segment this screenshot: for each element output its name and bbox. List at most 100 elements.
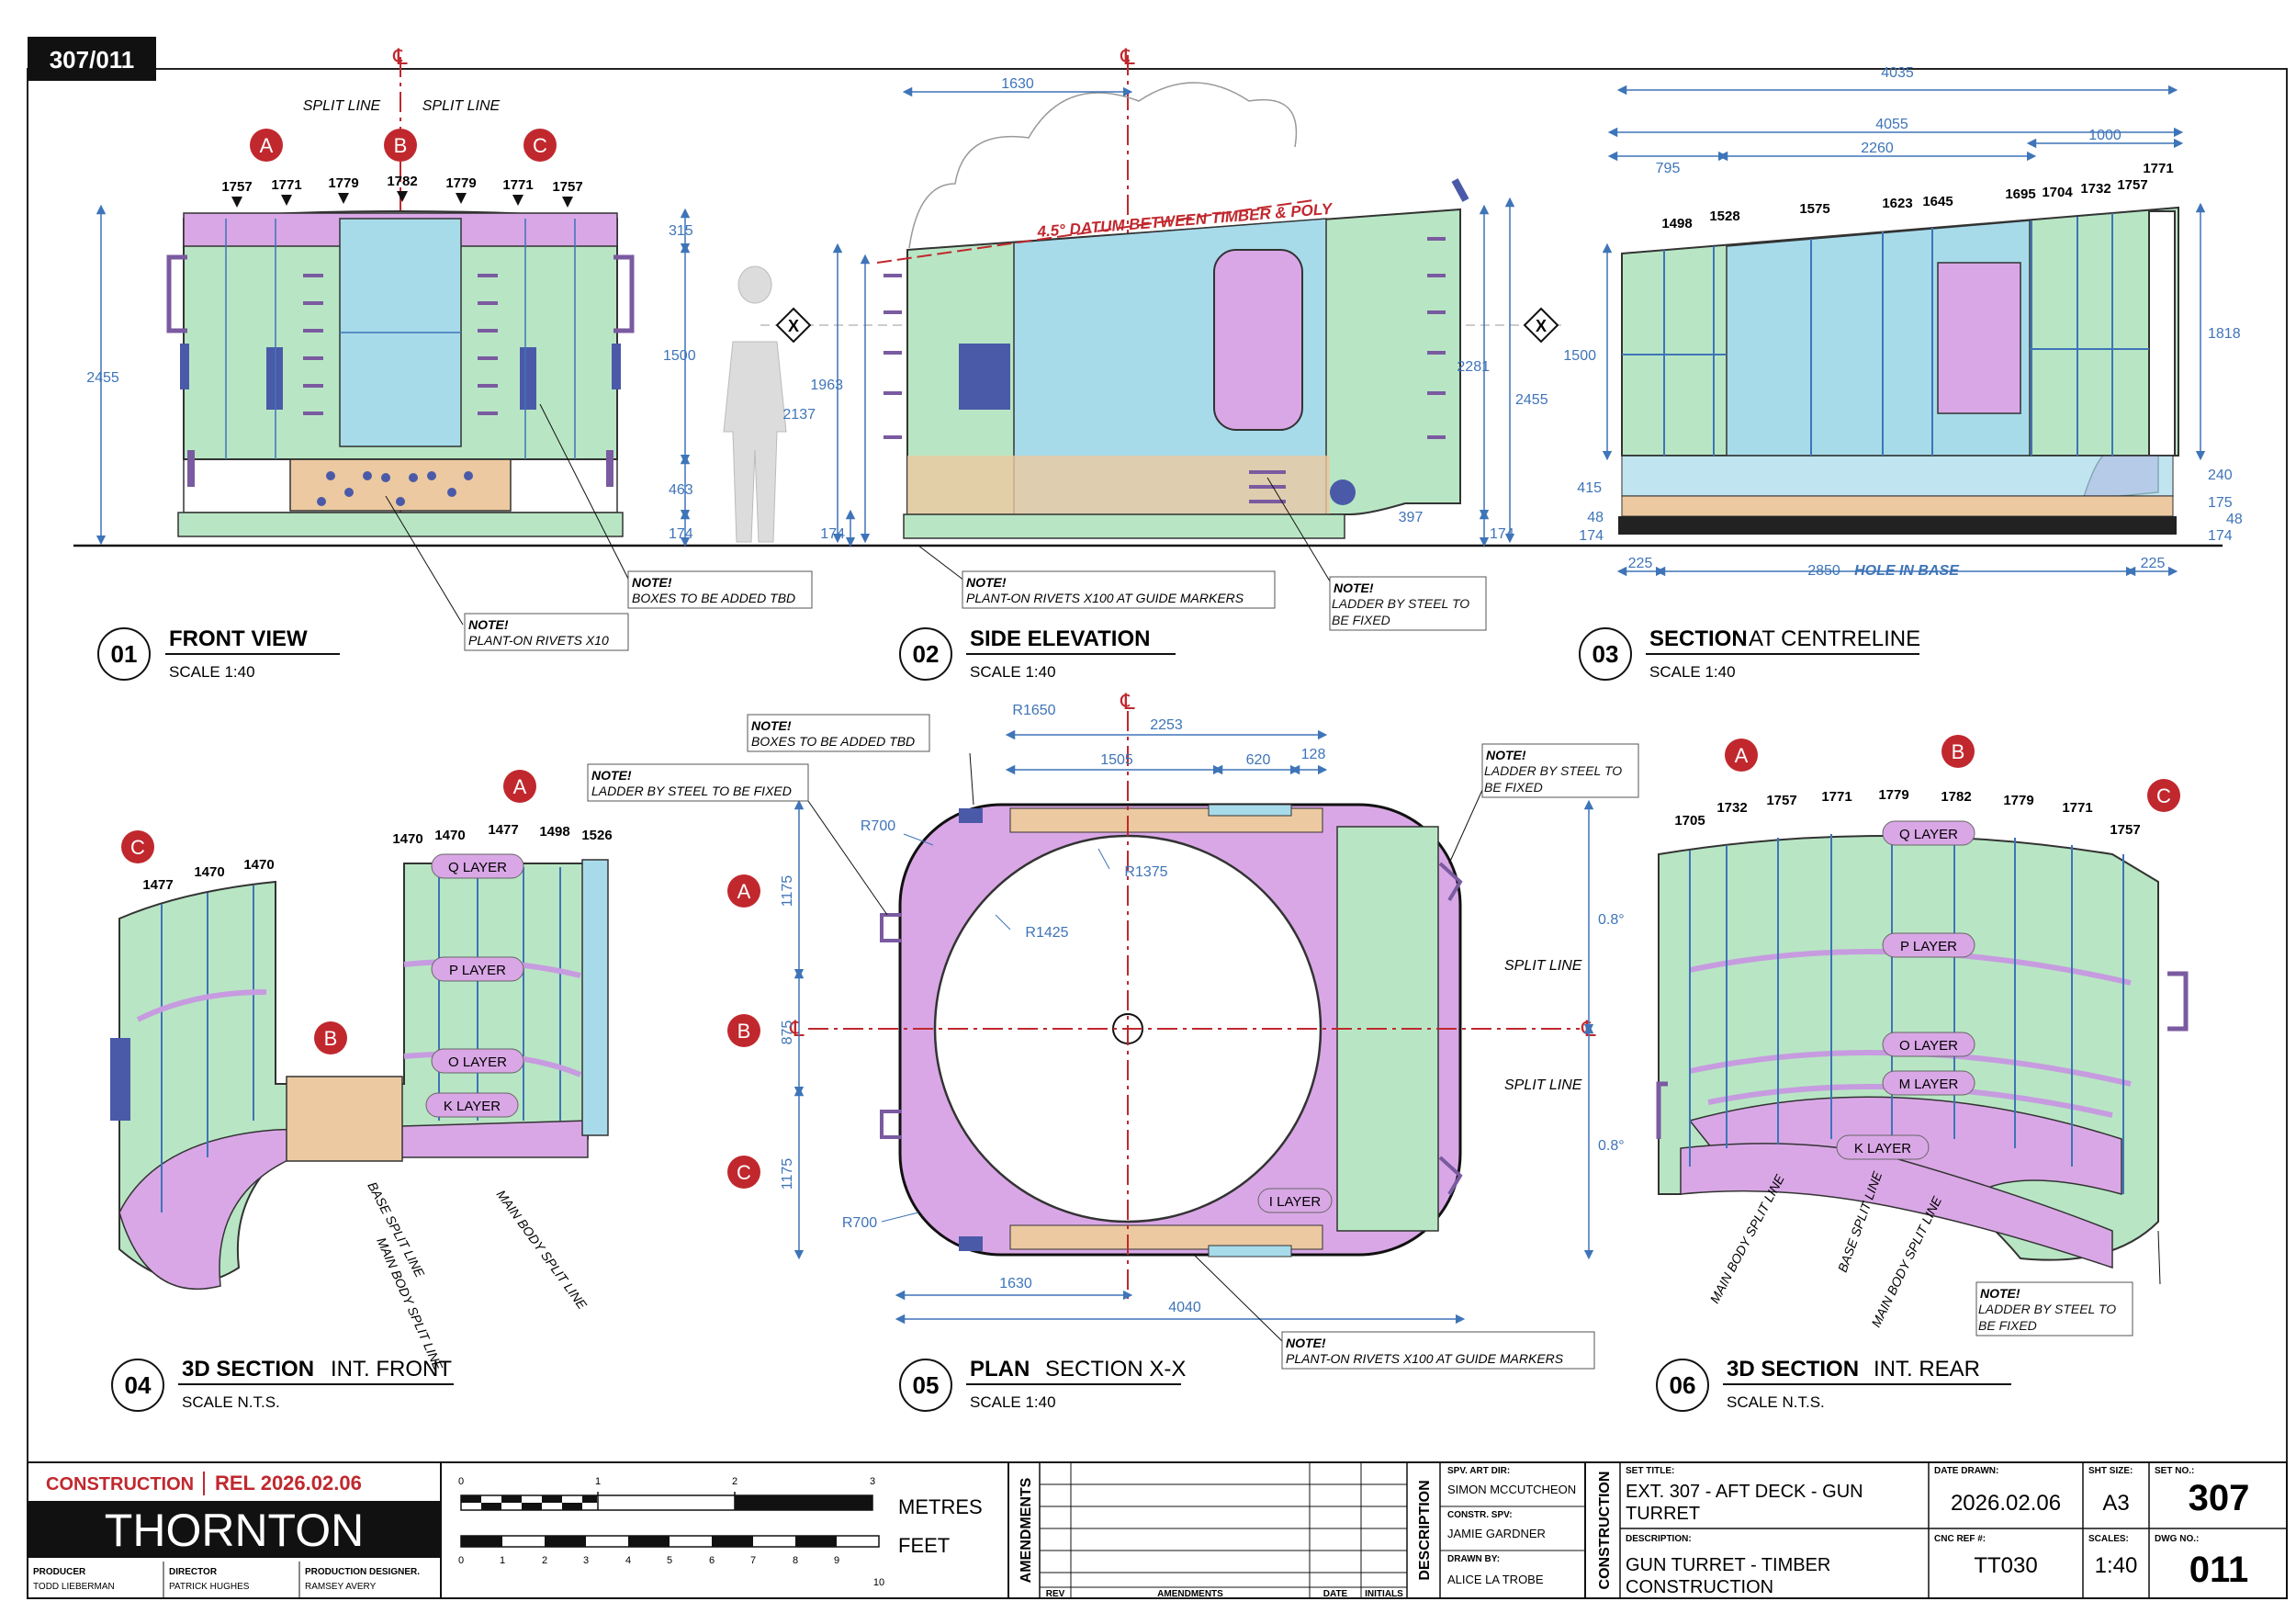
marker-b-label: B	[1952, 740, 1965, 763]
note-box	[464, 613, 629, 651]
svg-text:1757: 1757	[2117, 177, 2147, 193]
svg-text:10: 10	[873, 1577, 884, 1588]
panel-studs	[225, 219, 576, 459]
svg-text:TT030: TT030	[1974, 1553, 2037, 1578]
svg-text:174: 174	[1490, 526, 1514, 542]
split-line-labels: BASE SPLIT LINE MAIN BODY SPLIT LINE MAI…	[365, 1179, 590, 1373]
svg-text:48: 48	[1587, 510, 1604, 525]
svg-text:1771: 1771	[502, 177, 533, 193]
svg-text:240: 240	[2208, 468, 2233, 483]
svg-text:315: 315	[669, 223, 693, 239]
dim-labels-right: 315 1500 463 174	[663, 223, 696, 542]
side-rungs	[884, 237, 1446, 503]
svg-text:CONSTRUCTION: CONSTRUCTION	[1626, 1577, 1773, 1597]
split-line-label: SPLIT LINE	[303, 98, 381, 114]
svg-text:SHT SIZE:: SHT SIZE:	[2088, 1466, 2133, 1476]
base-plinth	[903, 513, 1345, 539]
ladder	[303, 274, 498, 415]
dim-2455: 2455	[86, 370, 119, 386]
svg-text:1470: 1470	[194, 864, 224, 880]
svg-text:415: 415	[1577, 480, 1602, 496]
section-base-timber	[1621, 495, 2174, 517]
svg-text:8: 8	[793, 1555, 798, 1566]
svg-text:1779: 1779	[2003, 793, 2033, 808]
svg-text:1771: 1771	[271, 177, 301, 193]
view-title: 3D SECTION	[182, 1357, 314, 1382]
svg-text:1630: 1630	[999, 1276, 1032, 1291]
marker-c-label: C	[130, 836, 145, 859]
view-title-suffix: AT CENTRELINE	[1749, 626, 1920, 651]
view-scale: SCALE 1:40	[1649, 663, 1736, 681]
svg-text:P LAYER: P LAYER	[449, 963, 506, 978]
svg-text:1645: 1645	[1922, 194, 1953, 209]
note-title: NOTE!	[1980, 1286, 2020, 1301]
view-01-front: ℄ SPLIT LINE SPLIT LINE	[86, 45, 813, 681]
section-end-wall	[2148, 210, 2176, 457]
section-top-dims: 1498 1528 1575 1623 1645 1695 1704 1732 …	[1661, 161, 2173, 231]
scale-bar-feet: 0 1 2 3 4 5 6 7 8 9 10 FEET	[458, 1534, 950, 1588]
view-03-section: 1498 1528 1575 1623 1645 1695 1704 1732 …	[1563, 65, 2243, 681]
svg-text:SCALES:: SCALES:	[2088, 1534, 2129, 1544]
base-pipe	[187, 450, 613, 487]
set-fields: SET TITLE: EXT. 307 - AFT DECK - GUN TUR…	[1626, 1466, 2249, 1597]
layer-pills: Q LAYER P LAYER O LAYER K LAYER	[425, 853, 524, 1118]
svg-text:1771: 1771	[2143, 161, 2173, 176]
front-3d-box	[110, 1038, 130, 1121]
leader-line	[1266, 477, 1333, 585]
centerline-symbol: ℄	[1120, 690, 1135, 715]
svg-text:P LAYER: P LAYER	[1900, 939, 1957, 954]
svg-text:1500: 1500	[1563, 348, 1596, 364]
plan-ladders	[880, 862, 1463, 1196]
svg-text:1771: 1771	[1821, 789, 1851, 805]
note-text: PLANT-ON RIVETS X100 AT GUIDE MARKERS	[966, 591, 1244, 605]
svg-text:INITIALS: INITIALS	[1365, 1589, 1403, 1599]
company-banner	[28, 1501, 441, 1558]
svg-text:DRAWN BY:: DRAWN BY:	[1447, 1554, 1500, 1564]
marker-a-label: A	[737, 880, 751, 903]
svg-text:1623: 1623	[1882, 196, 1912, 211]
svg-text:0: 0	[458, 1555, 464, 1566]
svg-text:48: 48	[2226, 512, 2243, 527]
section-studs	[1622, 213, 2149, 456]
view-05-plan: ℄ ℄ ℄ A B C	[587, 690, 1639, 1412]
svg-text:225: 225	[2141, 556, 2166, 571]
view-number: 03	[1593, 640, 1619, 668]
svg-text:2137: 2137	[782, 407, 816, 423]
svg-text:1704: 1704	[2042, 185, 2073, 200]
svg-text:2: 2	[732, 1476, 737, 1487]
view-title-suffix: INT. REAR	[1874, 1357, 1980, 1382]
view-number-circle	[1579, 627, 1632, 681]
svg-text:K LAYER: K LAYER	[1854, 1141, 1911, 1156]
marker-c-label: C	[533, 134, 547, 157]
release-label: REL 2026.02.06	[215, 1472, 362, 1494]
view-title: PLAN	[970, 1357, 1030, 1382]
svg-text:Q LAYER: Q LAYER	[448, 860, 507, 875]
side-box	[959, 344, 1010, 410]
side-box	[612, 344, 621, 389]
svg-text:1771: 1771	[2062, 800, 2092, 816]
side-box	[180, 344, 189, 389]
view-06-3d-rear: Q LAYER P LAYER O LAYER M LAYER K LAYER …	[1656, 735, 2189, 1412]
layer-pills: Q LAYER P LAYER O LAYER M LAYER K LAYER	[1836, 820, 1975, 1160]
note-title: NOTE!	[591, 768, 632, 783]
rear-3d-dims: 1705 1732 1757 1771 1779 1782 1779 1771 …	[1674, 787, 2140, 838]
dim-lines-side	[832, 197, 1515, 547]
view-number-circle	[1656, 1359, 1709, 1412]
amendments-vertical-label: AMENDMENTS	[1019, 1477, 1034, 1583]
svg-text:M LAYER: M LAYER	[1899, 1077, 1959, 1092]
amendment-grid	[1040, 1462, 1407, 1598]
note-box	[962, 570, 1276, 609]
svg-text:174: 174	[2208, 528, 2233, 544]
vent	[1451, 178, 1469, 202]
note-title: NOTE!	[468, 617, 509, 632]
view-scale: SCALE 1:40	[970, 663, 1056, 681]
svg-text:PATRICK HUGHES: PATRICK HUGHES	[169, 1582, 250, 1592]
svg-text:MAIN BODY SPLIT LINE: MAIN BODY SPLIT LINE	[494, 1187, 591, 1312]
svg-text:4035: 4035	[1881, 65, 1914, 81]
svg-text:X: X	[1536, 317, 1547, 335]
view-number: 05	[913, 1371, 940, 1399]
marker-b-label: B	[737, 1020, 751, 1043]
svg-text:RAMSEY AVERY: RAMSEY AVERY	[305, 1582, 377, 1592]
plan-dim-lines	[793, 729, 1594, 1325]
